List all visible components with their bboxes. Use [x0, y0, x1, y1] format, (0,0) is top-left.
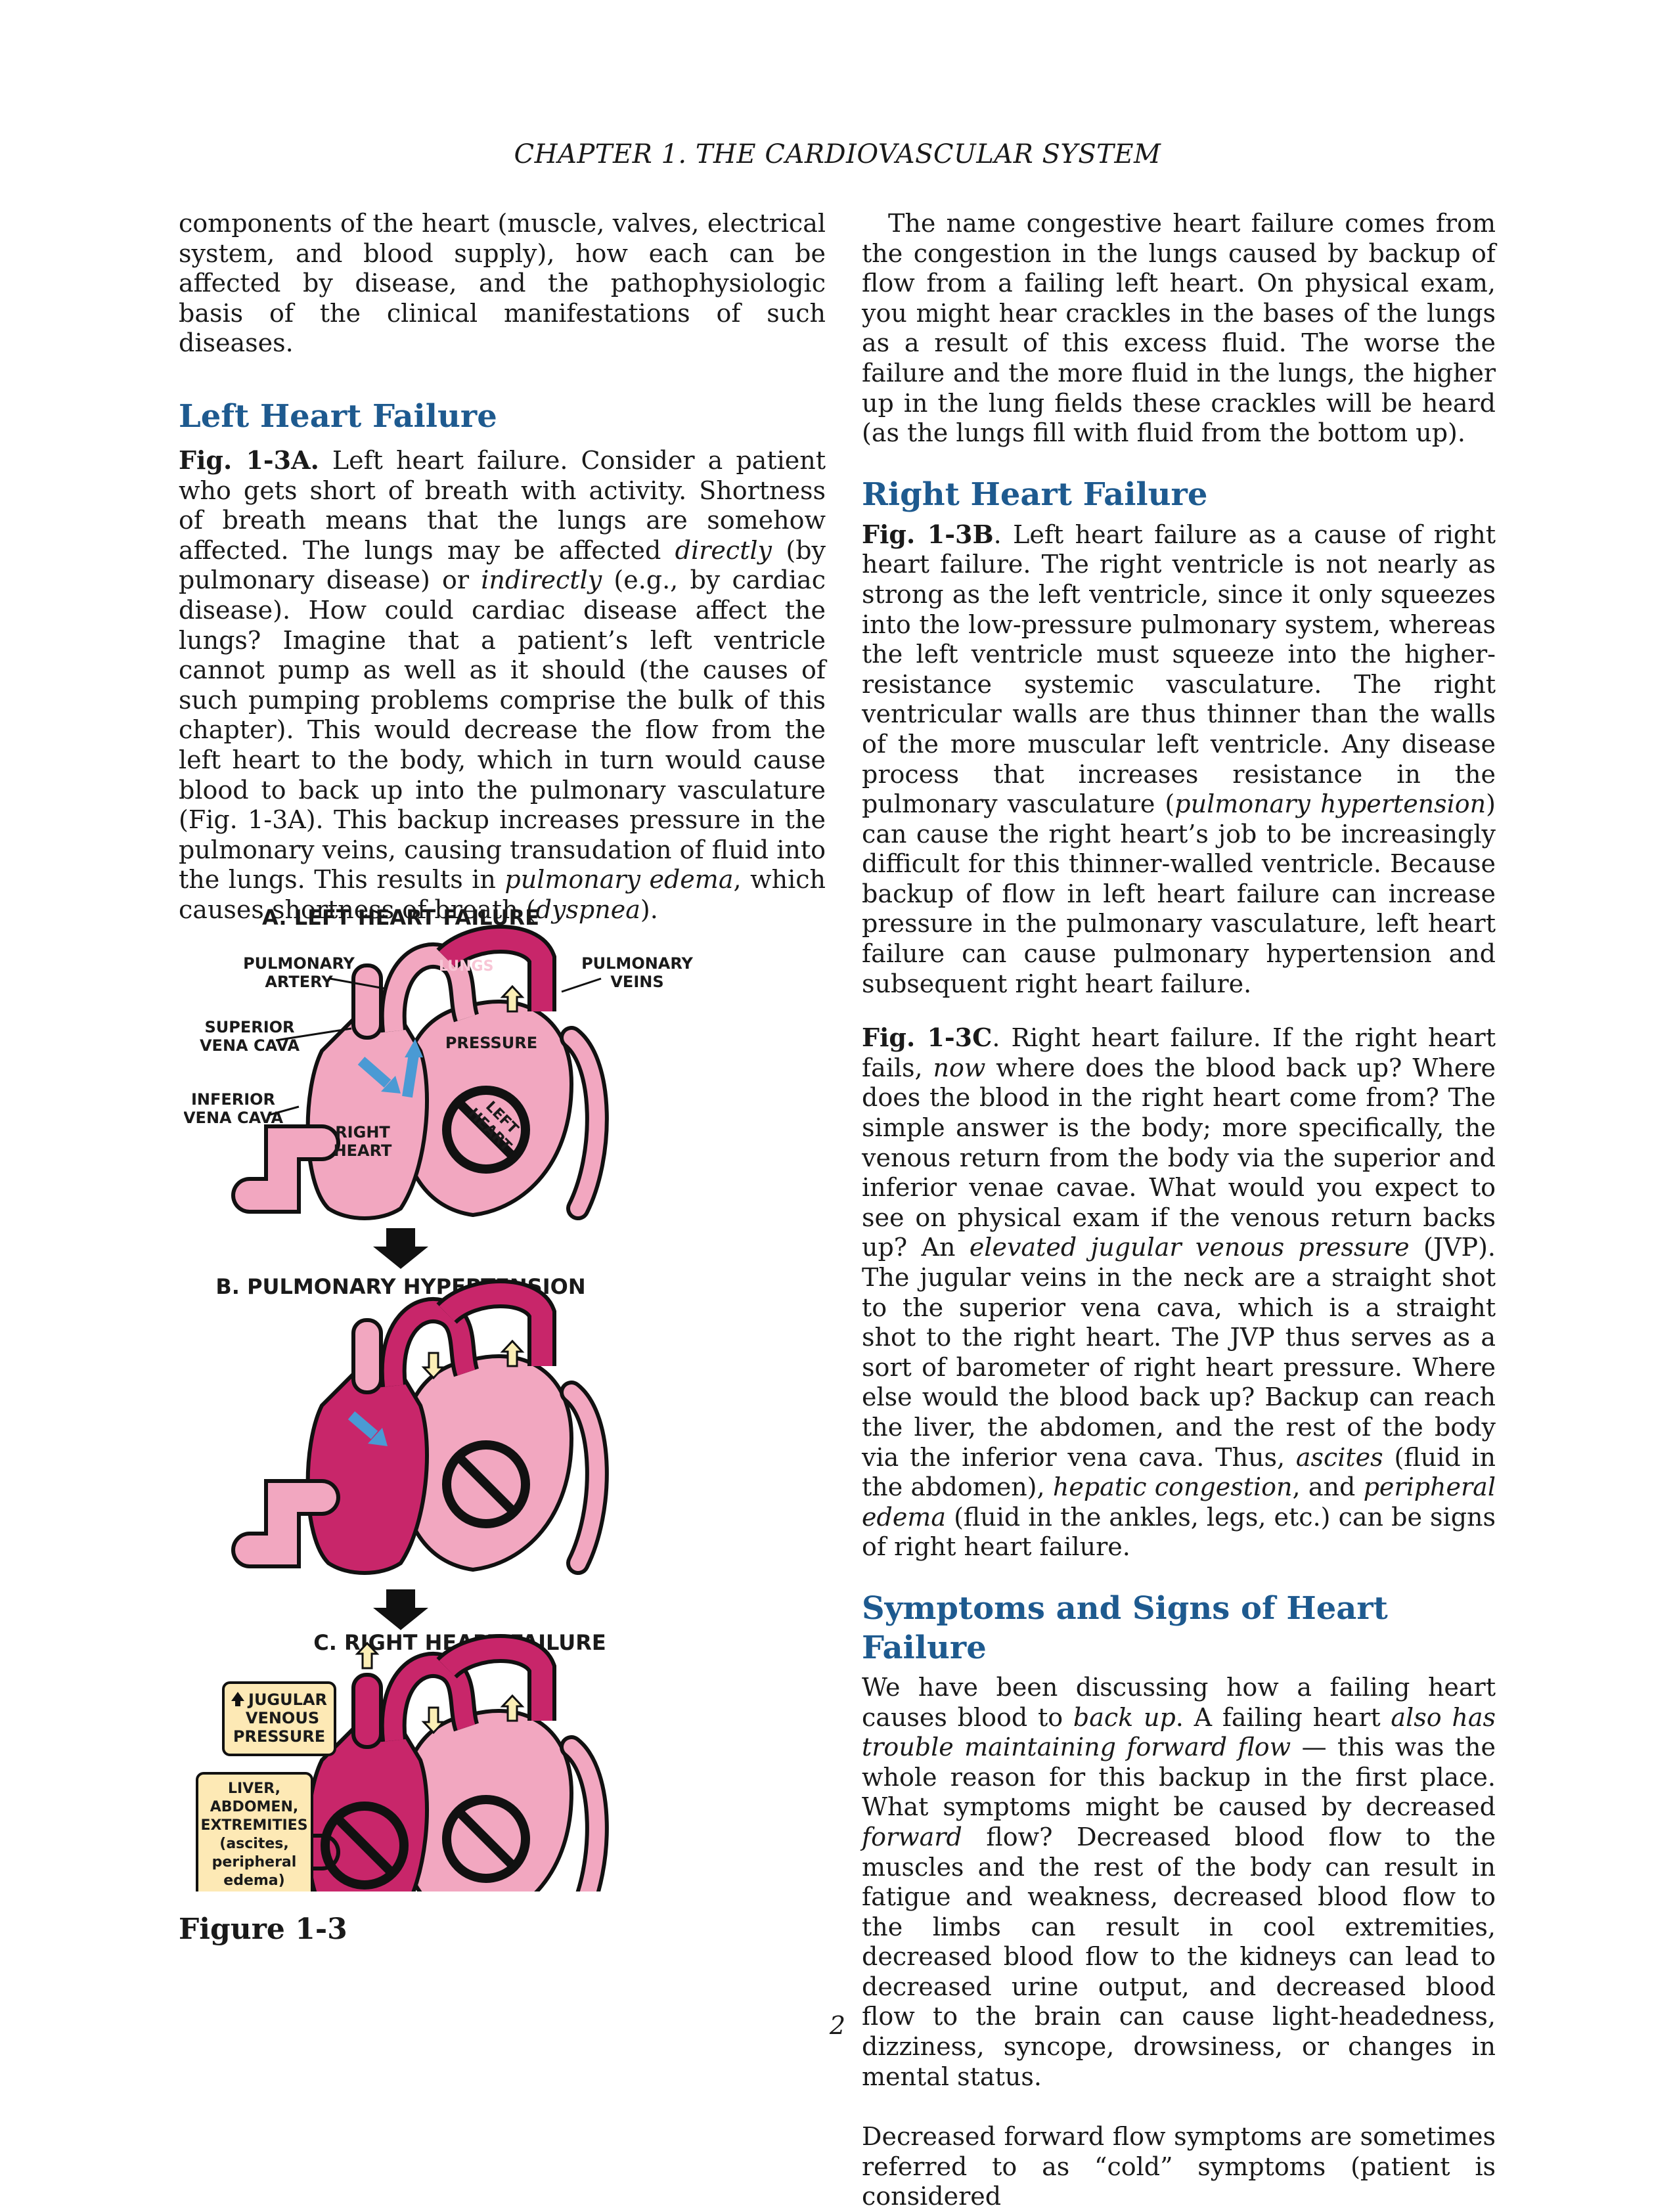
page-number: 2 [829, 2011, 846, 2040]
arrow-b-to-c [373, 1589, 428, 1630]
left-column: components of the heart (muscle, valves,… [179, 209, 826, 925]
congestive-paragraph: The name congestive heart failure comes … [862, 209, 1496, 448]
liver-label: LIVER,ABDOMEN,EXTREMITIES(ascites,periph… [200, 1781, 307, 1889]
arrow-a-to-b [373, 1228, 428, 1269]
section-heading-symptoms: Symptoms and Signs of Heart Failure [862, 1589, 1388, 1666]
figure-1-3: A. LEFT HEART FAILURE LUNGS PRESSURE RIG… [183, 905, 749, 1947]
fig-1-3b-paragraph: Fig. 1-3B. Left heart failure as a cause… [862, 519, 1496, 998]
pressure-label: PRESSURE [445, 1034, 537, 1052]
figure-caption: Figure 1-3 [179, 1913, 347, 1946]
symptoms-paragraph: We have been discussing how a failing he… [862, 1672, 1496, 2091]
right-column: The name congestive heart failure comes … [862, 209, 1496, 2212]
left-heart-failure-paragraph: Fig. 1-3A. Left heart failure. Consider … [179, 445, 826, 924]
intro-paragraph: components of the heart (muscle, valves,… [179, 209, 826, 358]
panel-b-heart [231, 1279, 609, 1575]
section-heading-left-heart-failure: Left Heart Failure [179, 397, 497, 435]
running-head: CHAPTER 1. THE CARDIOVASCULAR SYSTEM [514, 139, 1161, 169]
jvp-box [222, 1681, 336, 1756]
heart-failure-diagram: A. LEFT HEART FAILURE LUNGS PRESSURE RIG… [183, 905, 694, 1947]
lungs-label: LUNGS [439, 958, 493, 975]
fig-ref: Fig. 1-3A. [179, 445, 319, 475]
section-heading-right-heart-failure: Right Heart Failure [862, 476, 1208, 513]
fig-1-3c-paragraph: Fig. 1-3C. Right heart failure. If the r… [862, 1023, 1496, 1562]
up-arrow-icon [231, 1692, 244, 1706]
